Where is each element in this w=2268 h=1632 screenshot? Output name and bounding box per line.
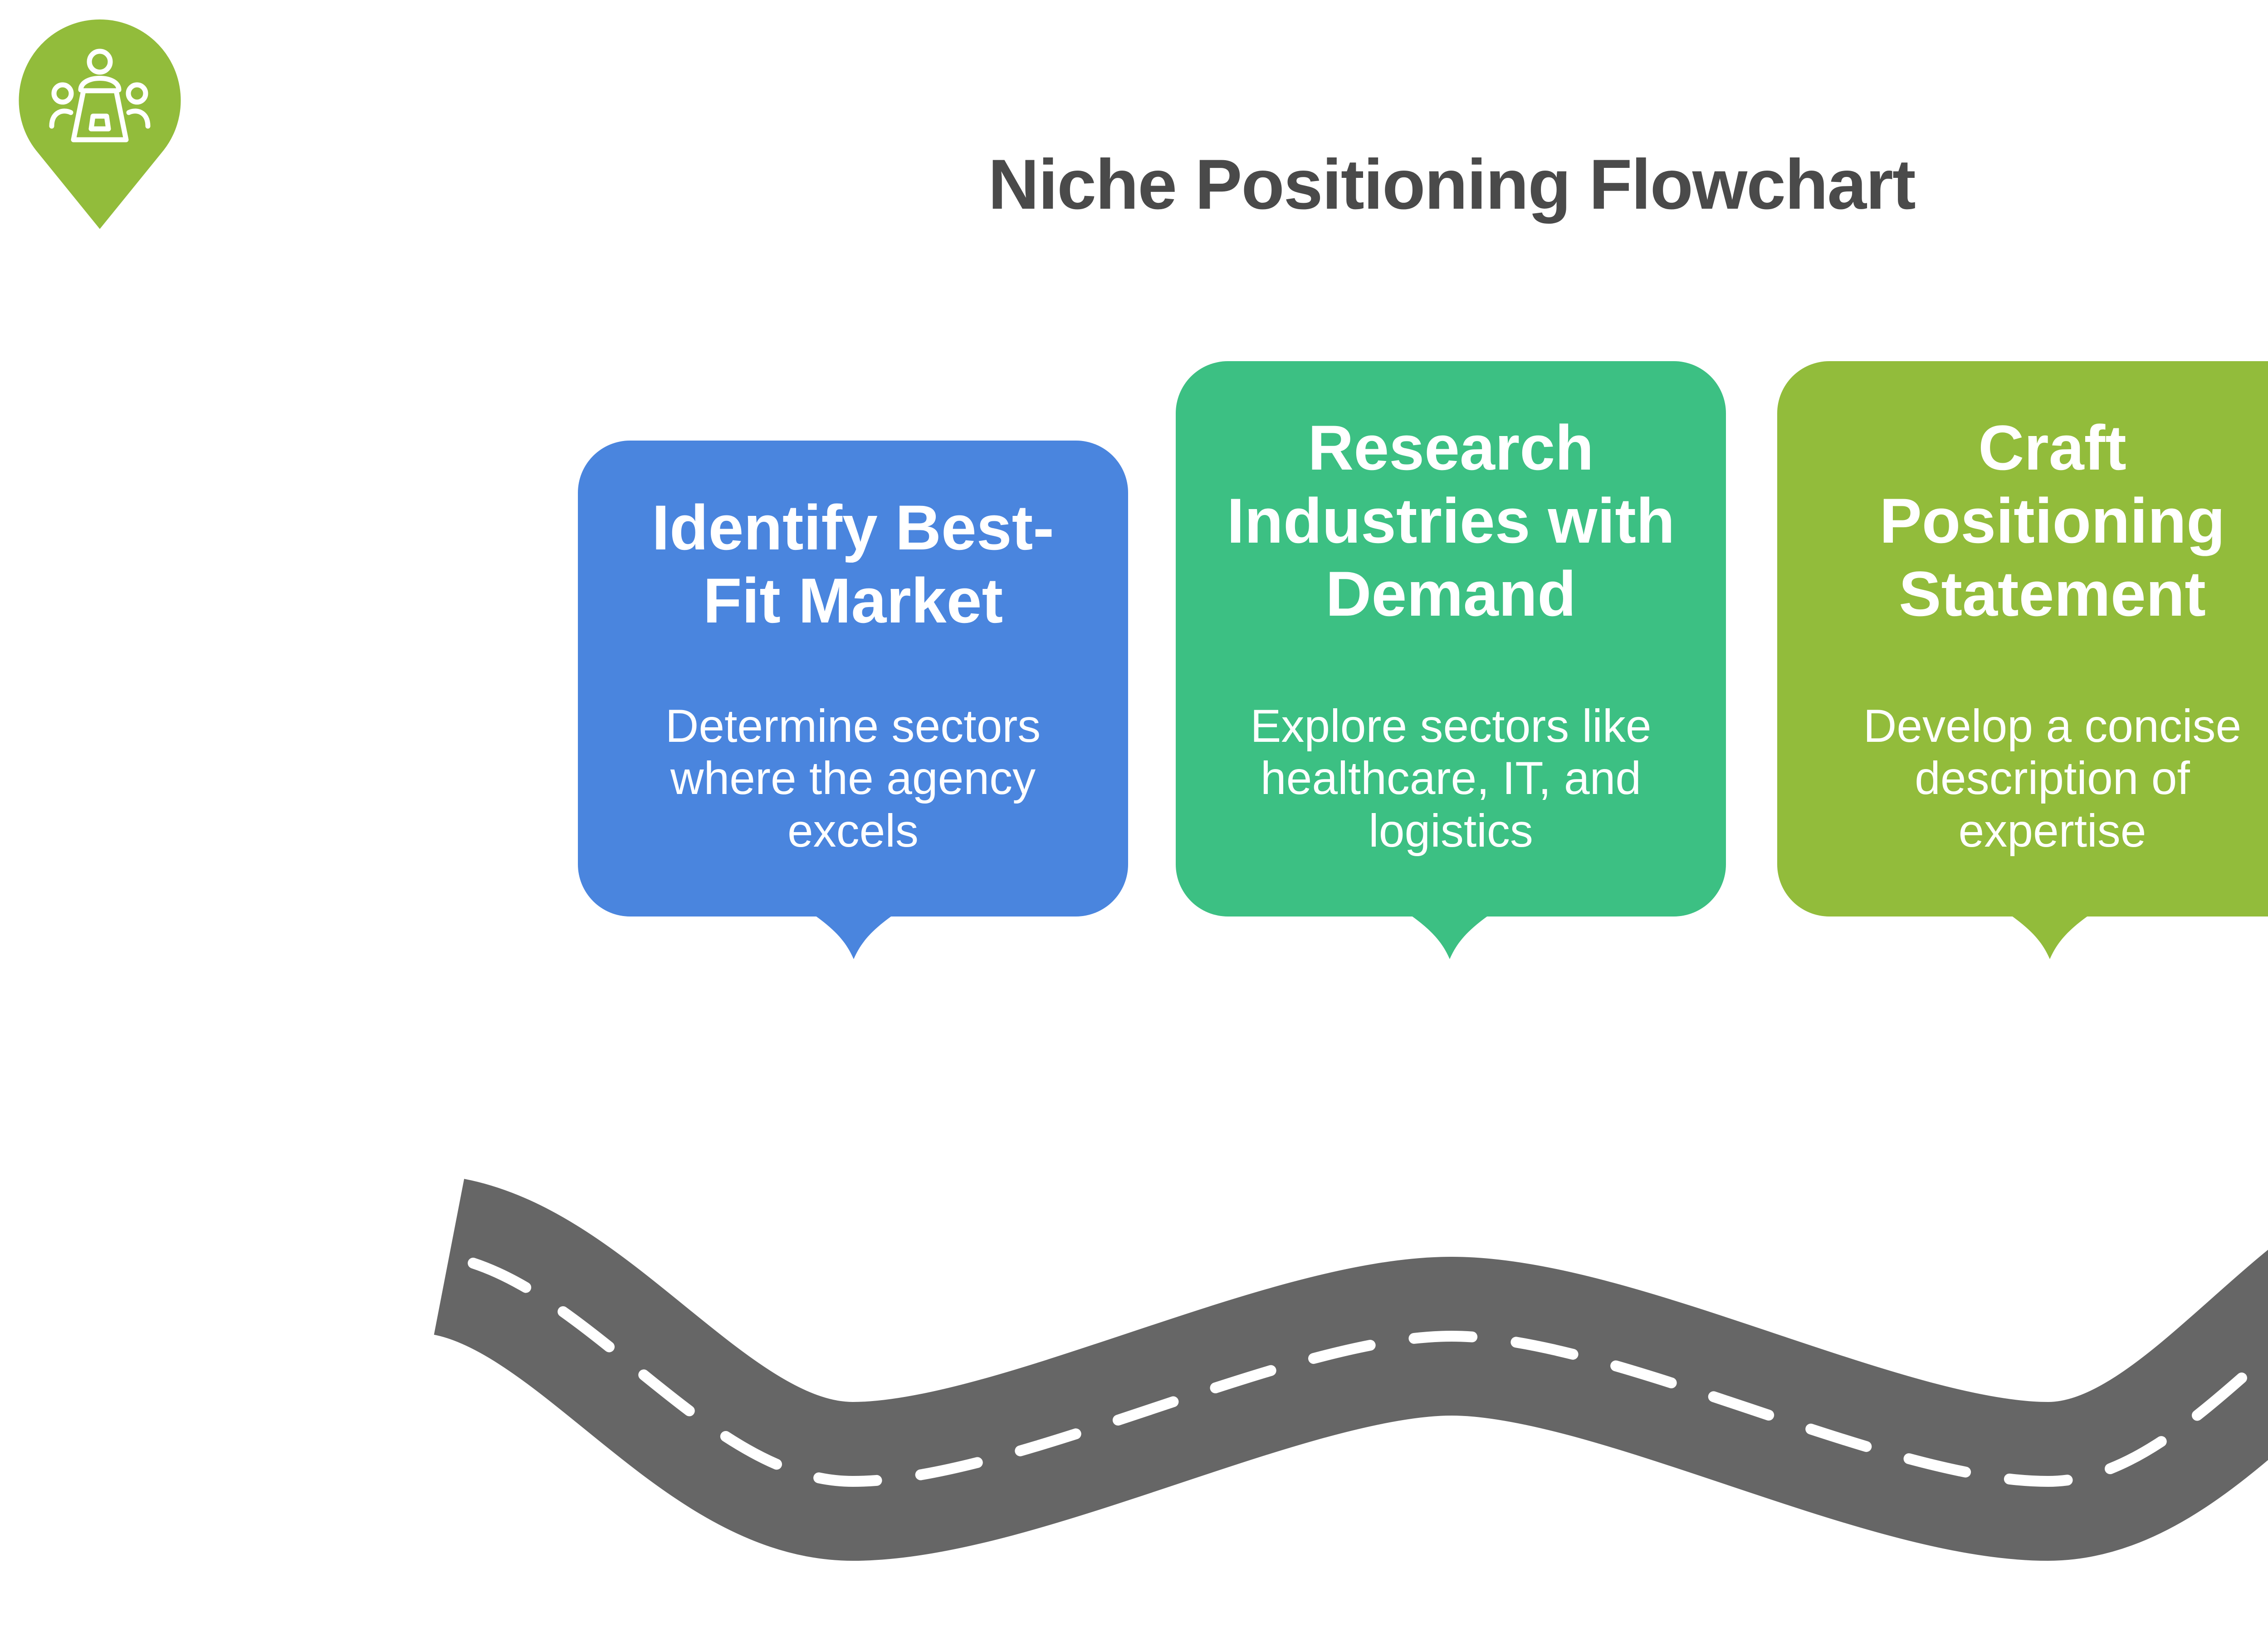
step-card-positioning-statement: Craft Positioning Statement Develop a co… (1777, 361, 2268, 916)
step-card-description: Determine sectors where the agency excel… (665, 700, 1041, 857)
step-card-identify-market: Identify Best- Fit Market Determine sect… (578, 441, 1128, 916)
card-tail-pointer (1410, 915, 1490, 959)
meeting-icon (49, 49, 151, 142)
card-tail-pointer (2010, 915, 2090, 959)
road-band (431, 1179, 2268, 1561)
page-title: Niche Positioning Flowchart (988, 145, 1916, 224)
road-lane-divider (444, 1251, 2268, 1487)
step-card-title: Craft Positioning Statement (1879, 412, 2225, 629)
step-card-title: Research Industries with Demand (1227, 412, 1675, 629)
step-card-description: Develop a concise description of experti… (1863, 700, 2242, 857)
step-card-research-industries: Research Industries with Demand Explore … (1176, 361, 1726, 916)
step-card-title: Identify Best- Fit Market (652, 492, 1054, 636)
map-pin-positioning-statement (13, 13, 187, 237)
step-card-description: Explore sectors like healthcare, IT, and… (1250, 700, 1652, 857)
card-tail-pointer (814, 915, 894, 959)
